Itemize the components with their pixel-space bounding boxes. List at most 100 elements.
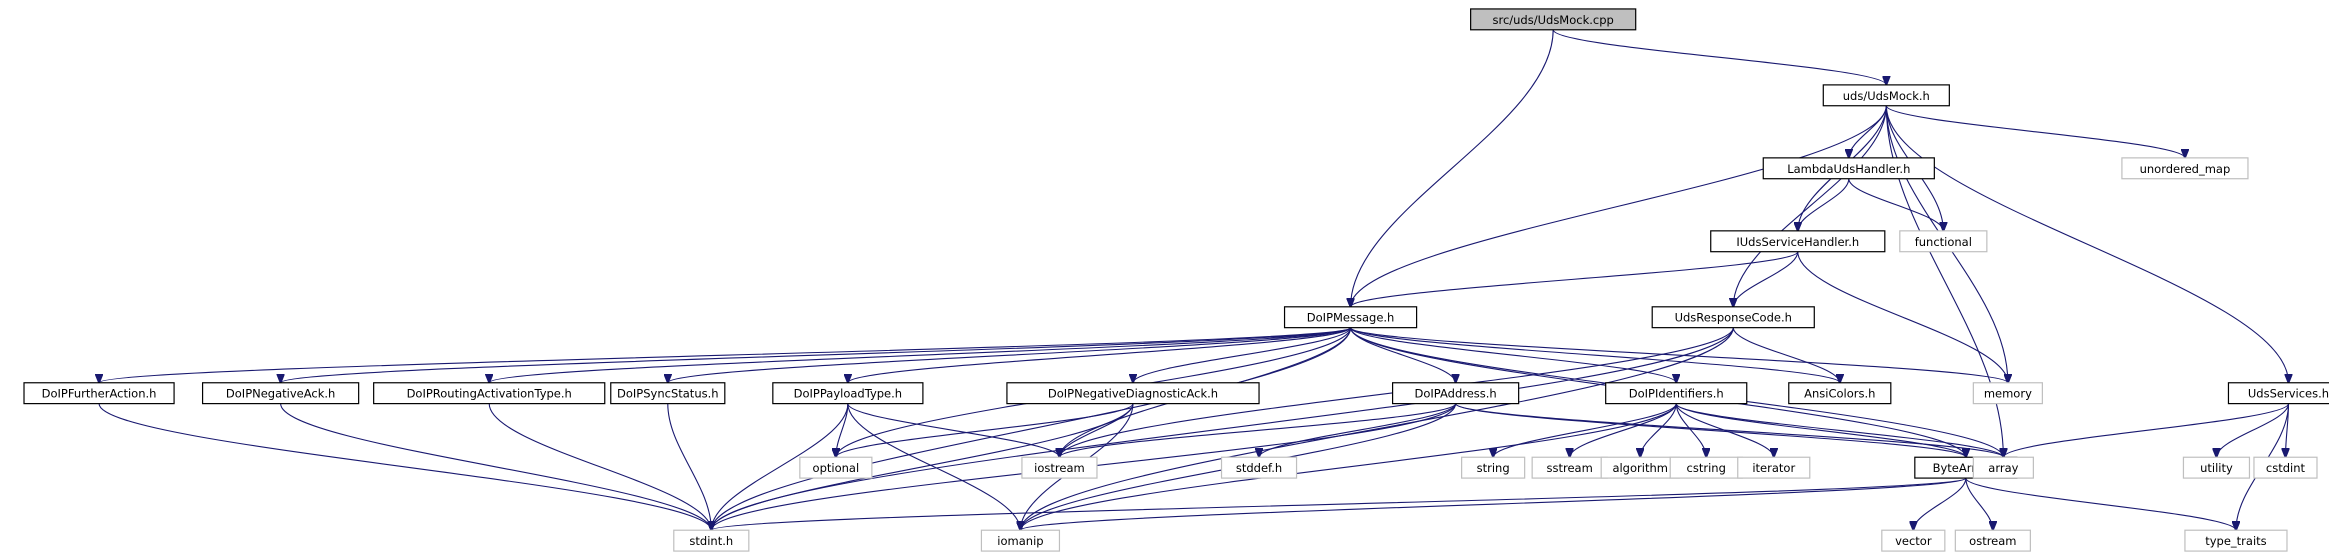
- node-box: [201, 382, 360, 405]
- edge-iuds-to-udsresp: [1733, 251, 1799, 307]
- node-label: DoIPNegativeAck.h: [226, 387, 335, 401]
- node-udsresp[interactable]: UdsResponseCode.h: [1651, 306, 1815, 329]
- node-box: [1283, 306, 1418, 329]
- node-label: iostream: [1034, 461, 1085, 475]
- edge-udsresp-to-ansicolors: [1732, 327, 1840, 383]
- node-label: type_traits: [2205, 534, 2266, 548]
- edge-payload-to-iomanip: [847, 403, 1021, 531]
- node-box: [1461, 456, 1526, 479]
- edge-address-to-iostream: [1059, 403, 1457, 458]
- node-label: stdint.h: [689, 534, 733, 548]
- edge-identifiers-to-array: [1675, 403, 2003, 458]
- node-iostream: iostream: [1021, 456, 1098, 479]
- node-label: cstdint: [2266, 461, 2306, 475]
- node-label: string: [1477, 461, 1510, 475]
- edge-udsresp-to-iomanip: [1020, 327, 1734, 531]
- node-array: array: [1972, 456, 2034, 479]
- node-box: [2121, 157, 2249, 180]
- edge-doipmsg-to-routing: [489, 327, 1352, 383]
- node-box: [1737, 456, 1811, 479]
- node-label: DoIPIdentifiers.h: [1629, 387, 1724, 401]
- node-utility: utility: [2182, 456, 2251, 479]
- edge-bytearray-to-stdint: [711, 477, 1967, 530]
- edge-doipmsg-to-memory: [1350, 327, 2008, 383]
- node-string: string: [1461, 456, 1526, 479]
- node-box: [1006, 382, 1260, 405]
- node-routing[interactable]: DoIPRoutingActivationType.h: [373, 382, 606, 405]
- node-label: memory: [1984, 387, 2032, 401]
- node-root[interactable]: src/uds/UdsMock.cpp: [1470, 8, 1637, 31]
- edge-bytearray-to-iomanip: [1020, 477, 1967, 530]
- node-label: UdsServices.h: [2248, 387, 2329, 401]
- edge-udsmock_h-to-udsservices: [1885, 105, 2288, 383]
- node-label: optional: [813, 461, 860, 475]
- node-identifiers[interactable]: DoIPIdentifiers.h: [1605, 382, 1748, 405]
- node-box: [23, 382, 175, 405]
- edge-payload-to-stdint: [711, 403, 849, 531]
- node-label: iterator: [1752, 461, 1795, 475]
- node-further[interactable]: DoIPFurtherAction.h: [23, 382, 175, 405]
- node-stdint: stdint.h: [673, 529, 750, 552]
- node-label: src/uds/UdsMock.cpp: [1492, 13, 1613, 27]
- nodes-layer: src/uds/UdsMock.cpp uds/UdsMock.hLambdaUd…: [23, 8, 2329, 552]
- node-negack[interactable]: DoIPNegativeAck.h: [201, 382, 360, 405]
- edge-doipmsg-to-further: [99, 327, 1352, 383]
- node-label: sstream: [1547, 461, 1593, 475]
- node-label: DoIPPayloadType.h: [794, 387, 902, 401]
- node-sync[interactable]: DoIPSyncStatus.h: [610, 382, 726, 405]
- node-lambda[interactable]: LambdaUdsHandler.h: [1762, 157, 1935, 180]
- node-doipmsg[interactable]: DoIPMessage.h: [1283, 306, 1418, 329]
- node-label: cstring: [1687, 461, 1726, 475]
- node-payload[interactable]: DoIPPayloadType.h: [772, 382, 924, 405]
- node-box: [1470, 8, 1637, 31]
- node-udsmock_h[interactable]: uds/UdsMock.h: [1822, 84, 1950, 107]
- node-address[interactable]: DoIPAddress.h: [1391, 382, 1520, 405]
- node-box: [610, 382, 726, 405]
- node-box: [2184, 529, 2288, 552]
- node-ostream: ostream: [1954, 529, 2031, 552]
- node-label: algorithm: [1612, 461, 1668, 475]
- node-box: [1391, 382, 1520, 405]
- edge-lambda-to-functional: [1848, 178, 1944, 231]
- edge-udsservices-to-utility: [2216, 403, 2290, 458]
- node-cstdint: cstdint: [2253, 456, 2318, 479]
- edge-sync-to-stdint: [667, 403, 712, 531]
- node-negdiag[interactable]: DoIPNegativeDiagnosticAck.h: [1006, 382, 1260, 405]
- edge-doipmsg-to-address: [1350, 327, 1456, 383]
- node-box: [1788, 382, 1892, 405]
- node-ansicolors[interactable]: AnsiColors.h: [1788, 382, 1892, 405]
- node-label: DoIPMessage.h: [1307, 311, 1395, 325]
- node-label: AnsiColors.h: [1804, 387, 1875, 401]
- edge-further-to-stdint: [98, 403, 711, 531]
- node-label: LambdaUdsHandler.h: [1787, 162, 1910, 176]
- node-udsservices[interactable]: UdsServices.h: [2227, 382, 2329, 405]
- node-vector: vector: [1881, 529, 1946, 552]
- edge-routing-to-stdint: [488, 403, 711, 531]
- node-box: [673, 529, 750, 552]
- edge-identifiers-to-algorithm: [1640, 403, 1677, 458]
- node-iuds[interactable]: IUdsServiceHandler.h: [1710, 230, 1886, 253]
- node-box: [1651, 306, 1815, 329]
- edge-root-to-doipmsg: [1351, 29, 1554, 307]
- edge-negack-to-stdint: [280, 403, 712, 531]
- node-box: [373, 382, 606, 405]
- node-box: [980, 529, 1061, 552]
- edge-doipmsg-to-negdiag: [1133, 327, 1352, 383]
- node-box: [2227, 382, 2329, 405]
- node-box: [772, 382, 924, 405]
- node-iterator: iterator: [1737, 456, 1811, 479]
- node-box: [799, 456, 873, 479]
- node-label: ostream: [1969, 534, 2016, 548]
- node-label: IUdsServiceHandler.h: [1736, 235, 1859, 249]
- node-sstream: sstream: [1531, 456, 1608, 479]
- edge-udsmock_h-to-udsresp: [1733, 105, 1887, 307]
- edge-negdiag-to-stdint: [711, 403, 1134, 531]
- edge-doipmsg-to-negack: [281, 327, 1352, 383]
- edge-doipmsg-to-sync: [668, 327, 1352, 383]
- node-iomanip: iomanip: [980, 529, 1061, 552]
- node-box: [1881, 529, 1946, 552]
- node-box: [1605, 382, 1748, 405]
- node-label: uds/UdsMock.h: [1843, 89, 1930, 103]
- node-label: stddef.h: [1236, 461, 1282, 475]
